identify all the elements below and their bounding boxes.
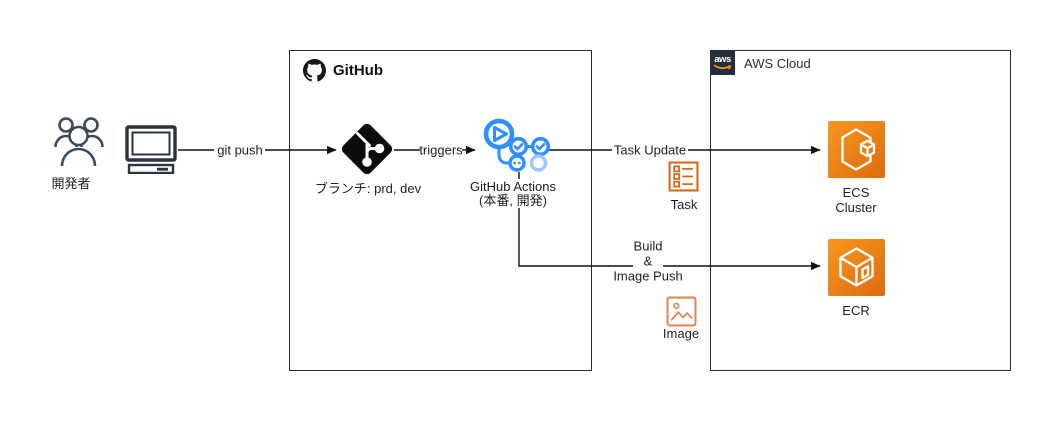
task-icon (668, 161, 699, 192)
task-update-edge-label: Task Update (613, 142, 687, 158)
triggers-edge-label: triggers (419, 142, 463, 158)
branch-node-label: ブランチ: prd, dev (314, 181, 422, 196)
ecr-icon (828, 239, 885, 296)
actions-node-sublabel: (本番, 開発) (476, 193, 550, 208)
github-group-box (289, 50, 592, 371)
git-icon (338, 120, 396, 178)
developers-label: 開発者 (51, 176, 91, 191)
github-box-title: GitHub (333, 62, 383, 79)
aws-logo-icon: aws (710, 50, 735, 75)
ecr-label: ECR (842, 303, 870, 318)
git-push-edge-label: git push (217, 142, 263, 158)
github-mark-icon (303, 59, 326, 82)
aws-logo-text: aws (714, 53, 731, 65)
github-actions-icon (480, 116, 552, 174)
ecs-label-line2: Cluster (835, 200, 877, 215)
build-push-edge-label-line1: Build (633, 238, 663, 254)
aws-cloud-group-box (710, 50, 1011, 371)
build-push-edge-label-line3: Image Push (613, 268, 683, 284)
computer-icon (125, 125, 177, 174)
github-box-header: GitHub (303, 59, 383, 82)
ecs-cluster-icon (828, 121, 885, 178)
aws-cloud-title: AWS Cloud (744, 56, 811, 71)
task-resource-label: Task (670, 197, 698, 212)
image-icon (666, 296, 697, 327)
actions-node-label: GitHub Actions (467, 179, 559, 194)
ecs-label-line1: ECS (842, 185, 870, 200)
build-push-edge-label-line2: & (643, 253, 653, 269)
users-icon (54, 114, 104, 170)
image-resource-label: Image (662, 326, 700, 341)
